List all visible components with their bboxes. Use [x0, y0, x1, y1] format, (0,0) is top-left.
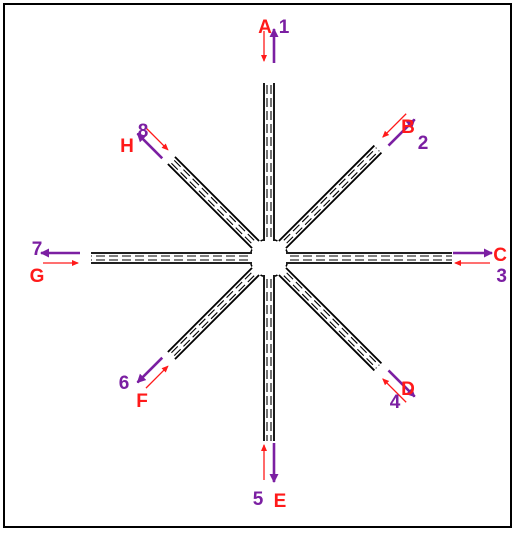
road-network: [91, 83, 452, 441]
outbound-label-8: 8: [138, 121, 149, 142]
road-southeast: [275, 264, 383, 372]
inbound-arrow-f: [145, 365, 169, 389]
lane-divider: [283, 147, 377, 241]
lane-divider: [283, 275, 377, 369]
road-south: [263, 271, 275, 441]
inbound-label-a: A: [258, 17, 272, 38]
inbound-arrow-d: [382, 378, 407, 403]
lane-divider: [169, 161, 252, 244]
inbound-label-d: D: [401, 379, 415, 400]
inbound-arrow-h: [145, 127, 169, 151]
road-southwest: [167, 264, 263, 360]
road-edge: [174, 156, 260, 242]
outbound-arrow-6: [136, 356, 164, 384]
inbound-label-f: F: [136, 391, 148, 412]
inbound-label-g: G: [30, 266, 45, 287]
lane-divider: [286, 150, 380, 244]
road-edge: [167, 267, 253, 353]
road-edge: [285, 267, 383, 364]
outbound-label-4: 4: [390, 392, 401, 413]
lane-divider: [172, 158, 255, 241]
road-west: [91, 252, 256, 264]
inbound-label-e: E: [274, 491, 287, 512]
road-north: [263, 83, 275, 245]
lane-divider: [172, 275, 255, 358]
direction-arrows: [40, 28, 493, 483]
road-northwest: [167, 156, 263, 252]
outbound-label-6: 6: [119, 373, 130, 394]
inbound-label-h: H: [120, 136, 134, 157]
road-east: [282, 252, 452, 264]
inbound-label-c: C: [493, 245, 507, 266]
road-edge: [278, 144, 375, 242]
outbound-label-3: 3: [496, 266, 507, 287]
road-edge: [167, 163, 253, 249]
outbound-label-1: 1: [279, 17, 290, 38]
road-edge: [174, 274, 260, 360]
outbound-arrow-4: [387, 369, 416, 398]
lane-divider: [286, 272, 380, 366]
road-edge: [278, 274, 375, 372]
road-edge: [285, 152, 383, 249]
outbound-label-5: 5: [253, 489, 264, 510]
inbound-arrow-b: [382, 113, 407, 138]
outbound-arrow-2: [387, 118, 416, 147]
outbound-label-2: 2: [418, 133, 429, 154]
outbound-arrow-8: [136, 132, 164, 160]
inbound-label-b: B: [401, 117, 415, 138]
lane-divider: [169, 272, 252, 355]
road-northeast: [275, 144, 383, 252]
outbound-label-7: 7: [32, 239, 43, 260]
